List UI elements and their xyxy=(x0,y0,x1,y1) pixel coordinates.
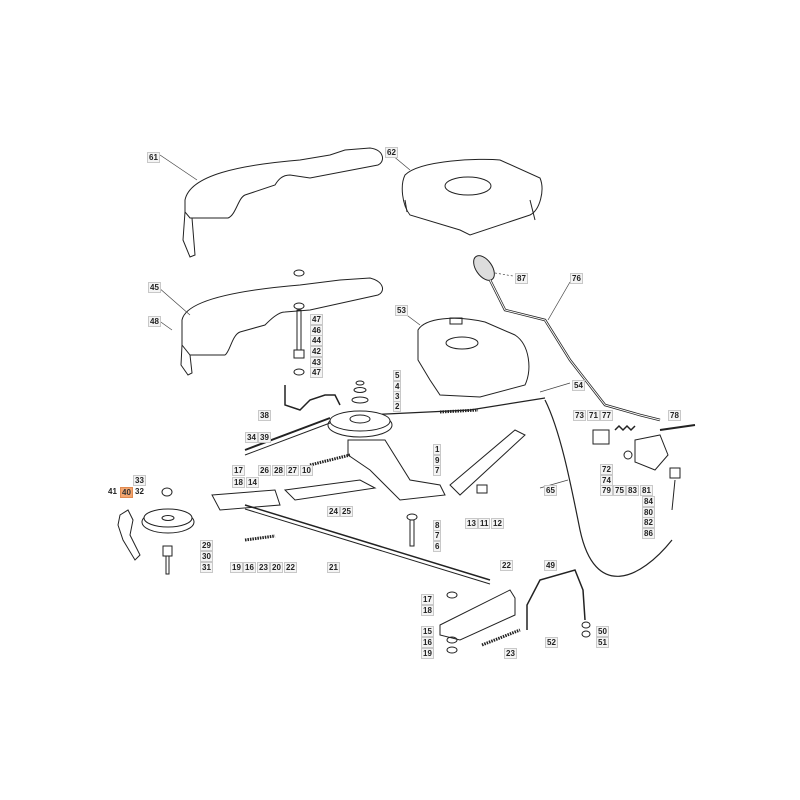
belt-cover-61 xyxy=(182,147,383,258)
part-label-19[interactable]: 19 xyxy=(230,562,243,573)
part-label-78[interactable]: 78 xyxy=(668,410,681,421)
lever-bracket xyxy=(592,424,696,511)
part-label-26[interactable]: 26 xyxy=(258,465,271,476)
belt-cover-45 xyxy=(180,277,383,376)
part-label-30[interactable]: 30 xyxy=(200,551,213,562)
part-label-5[interactable]: 5 xyxy=(393,370,402,381)
part-label-22[interactable]: 22 xyxy=(284,562,297,573)
part-label-72[interactable]: 72 xyxy=(600,464,613,475)
part-label-14[interactable]: 14 xyxy=(246,477,259,488)
part-label-83[interactable]: 83 xyxy=(626,485,639,496)
part-label-50[interactable]: 50 xyxy=(596,626,609,637)
part-label-38[interactable]: 38 xyxy=(258,410,271,421)
main-pulley xyxy=(327,380,393,438)
part-label-54[interactable]: 54 xyxy=(572,380,585,391)
part-label-7[interactable]: 7 xyxy=(433,530,442,541)
part-label-16[interactable]: 16 xyxy=(421,637,434,648)
part-label-17[interactable]: 17 xyxy=(232,465,245,476)
part-label-22[interactable]: 22 xyxy=(500,560,513,571)
part-label-32[interactable]: 32 xyxy=(135,487,144,496)
part-label-25[interactable]: 25 xyxy=(340,506,353,517)
part-label-12[interactable]: 12 xyxy=(491,518,504,529)
part-label-21[interactable]: 21 xyxy=(327,562,340,573)
part-label-82[interactable]: 82 xyxy=(642,517,655,528)
part-label-41[interactable]: 41 xyxy=(108,487,117,496)
part-label-15[interactable]: 15 xyxy=(421,626,434,637)
part-label-23[interactable]: 23 xyxy=(504,648,517,659)
idler-arm-1 xyxy=(347,429,526,501)
part-label-47[interactable]: 47 xyxy=(310,367,323,378)
part-label-45[interactable]: 45 xyxy=(148,282,161,293)
part-label-53[interactable]: 53 xyxy=(395,305,408,316)
part-label-76[interactable]: 76 xyxy=(570,273,583,284)
part-label-51[interactable]: 51 xyxy=(596,637,609,648)
part-label-49[interactable]: 49 xyxy=(544,560,557,571)
part-label-29[interactable]: 29 xyxy=(200,540,213,551)
part-label-11[interactable]: 11 xyxy=(478,518,491,529)
part-label-71[interactable]: 71 xyxy=(587,410,600,421)
part-label-33[interactable]: 33 xyxy=(133,475,146,486)
part-label-61[interactable]: 61 xyxy=(147,152,160,163)
part-label-40[interactable]: 40 xyxy=(120,487,133,498)
part-label-39[interactable]: 39 xyxy=(258,432,271,443)
part-label-47[interactable]: 47 xyxy=(310,314,323,325)
part-label-6[interactable]: 6 xyxy=(433,541,442,552)
part-label-24[interactable]: 24 xyxy=(327,506,340,517)
bolt-stack xyxy=(293,269,305,376)
part-label-52[interactable]: 52 xyxy=(545,637,558,648)
part-label-87[interactable]: 87 xyxy=(515,273,528,284)
part-label-19[interactable]: 19 xyxy=(421,648,434,659)
part-label-10[interactable]: 10 xyxy=(300,465,313,476)
part-label-81[interactable]: 81 xyxy=(640,485,653,496)
part-label-13[interactable]: 13 xyxy=(465,518,478,529)
part-label-16[interactable]: 16 xyxy=(243,562,256,573)
part-label-28[interactable]: 28 xyxy=(272,465,285,476)
part-label-23[interactable]: 23 xyxy=(257,562,270,573)
part-label-77[interactable]: 77 xyxy=(600,410,613,421)
idler-pulley-29 xyxy=(141,487,195,575)
part-label-79[interactable]: 79 xyxy=(600,485,613,496)
part-label-73[interactable]: 73 xyxy=(573,410,586,421)
part-label-42[interactable]: 42 xyxy=(310,346,323,357)
part-label-7[interactable]: 7 xyxy=(433,465,442,476)
part-label-75[interactable]: 75 xyxy=(613,485,626,496)
part-label-44[interactable]: 44 xyxy=(310,335,323,346)
pulley-cover-62 xyxy=(401,158,543,236)
part-label-2[interactable]: 2 xyxy=(393,401,402,412)
part-label-31[interactable]: 31 xyxy=(200,562,213,573)
pulley-shield-53 xyxy=(417,317,530,398)
part-label-34[interactable]: 34 xyxy=(245,432,258,443)
part-label-65[interactable]: 65 xyxy=(544,485,557,496)
part-label-18[interactable]: 18 xyxy=(232,477,245,488)
part-label-20[interactable]: 20 xyxy=(270,562,283,573)
part-label-1[interactable]: 1 xyxy=(433,444,442,455)
part-label-62[interactable]: 62 xyxy=(385,147,398,158)
part-label-84[interactable]: 84 xyxy=(642,496,655,507)
part-label-48[interactable]: 48 xyxy=(148,316,161,327)
part-label-17[interactable]: 17 xyxy=(421,594,434,605)
part-label-18[interactable]: 18 xyxy=(421,605,434,616)
engagement-lever-76 xyxy=(473,255,661,422)
part-label-86[interactable]: 86 xyxy=(642,528,655,539)
part-label-27[interactable]: 27 xyxy=(286,465,299,476)
